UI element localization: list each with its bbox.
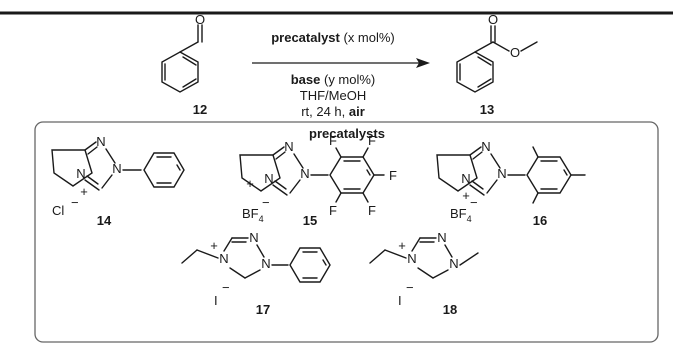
counterion-15: BF4 xyxy=(242,206,264,224)
svg-text:N: N xyxy=(96,134,105,149)
compound-label-16: 16 xyxy=(533,213,547,228)
svg-text:N: N xyxy=(76,166,85,181)
precatalyst-17: N + N N I − 17 xyxy=(181,230,331,317)
svg-text:N: N xyxy=(461,171,470,186)
compound-label-14: 14 xyxy=(97,213,112,228)
svg-text:F: F xyxy=(329,203,337,218)
svg-text:N: N xyxy=(261,256,270,271)
svg-text:−: − xyxy=(262,195,270,210)
counterion-18: I xyxy=(398,293,402,308)
svg-text:F: F xyxy=(329,133,337,148)
carbonyl-oxygen: O xyxy=(488,12,498,27)
svg-text:+: + xyxy=(462,188,470,203)
precatalyst-14: N N N + Cl − 14 xyxy=(51,134,185,228)
svg-text:−: − xyxy=(71,195,79,210)
svg-text:F: F xyxy=(389,168,397,183)
reaction-arrow-group: precatalyst (x mol%) base (y mol%) THF/M… xyxy=(252,30,430,119)
svg-text:−: − xyxy=(222,280,230,295)
methyl-benzoate-13: O O 13 xyxy=(456,12,538,117)
compound-label-13: 13 xyxy=(480,102,494,117)
condition-base: base (y mol%) xyxy=(291,72,376,87)
precatalyst-16: N N N + BF4 − 16 xyxy=(436,139,586,228)
svg-text:N: N xyxy=(219,251,228,266)
compound-label-12: 12 xyxy=(193,102,207,117)
counterion-14: Cl xyxy=(52,203,64,218)
svg-text:−: − xyxy=(470,195,478,210)
counterion-16: BF4 xyxy=(450,206,472,224)
svg-text:N: N xyxy=(407,251,416,266)
svg-text:N: N xyxy=(481,139,490,154)
ester-oxygen: O xyxy=(510,45,520,60)
svg-text:N: N xyxy=(249,230,258,245)
svg-text:+: + xyxy=(210,238,218,253)
svg-text:N: N xyxy=(300,166,309,181)
condition-time: rt, 24 h, air xyxy=(301,104,365,119)
panel-title: precatalysts xyxy=(309,126,385,141)
svg-text:F: F xyxy=(368,203,376,218)
condition-solvent: THF/MeOH xyxy=(300,88,366,103)
svg-text:+: + xyxy=(80,184,88,199)
svg-text:N: N xyxy=(264,171,273,186)
svg-text:N: N xyxy=(497,166,506,181)
counterion-17: I xyxy=(214,293,218,308)
svg-text:N: N xyxy=(437,230,446,245)
precatalyst-15: N N N + F F F F F BF4 − 15 xyxy=(239,133,397,228)
condition-precatalyst: precatalyst (x mol%) xyxy=(271,30,395,45)
compound-label-15: 15 xyxy=(303,213,317,228)
aldehyde-oxygen: O xyxy=(195,12,205,27)
svg-text:F: F xyxy=(368,133,376,148)
compound-label-17: 17 xyxy=(256,302,270,317)
svg-text:N: N xyxy=(449,256,458,271)
compound-label-18: 18 xyxy=(443,302,457,317)
svg-text:+: + xyxy=(246,176,254,191)
svg-text:N: N xyxy=(284,139,293,154)
svg-text:+: + xyxy=(398,238,406,253)
svg-text:−: − xyxy=(406,280,414,295)
benzaldehyde-12: O 12 xyxy=(161,12,207,117)
svg-text:N: N xyxy=(112,161,121,176)
precatalyst-panel xyxy=(34,121,659,343)
precatalyst-18: N + N N I − 18 xyxy=(369,230,479,317)
